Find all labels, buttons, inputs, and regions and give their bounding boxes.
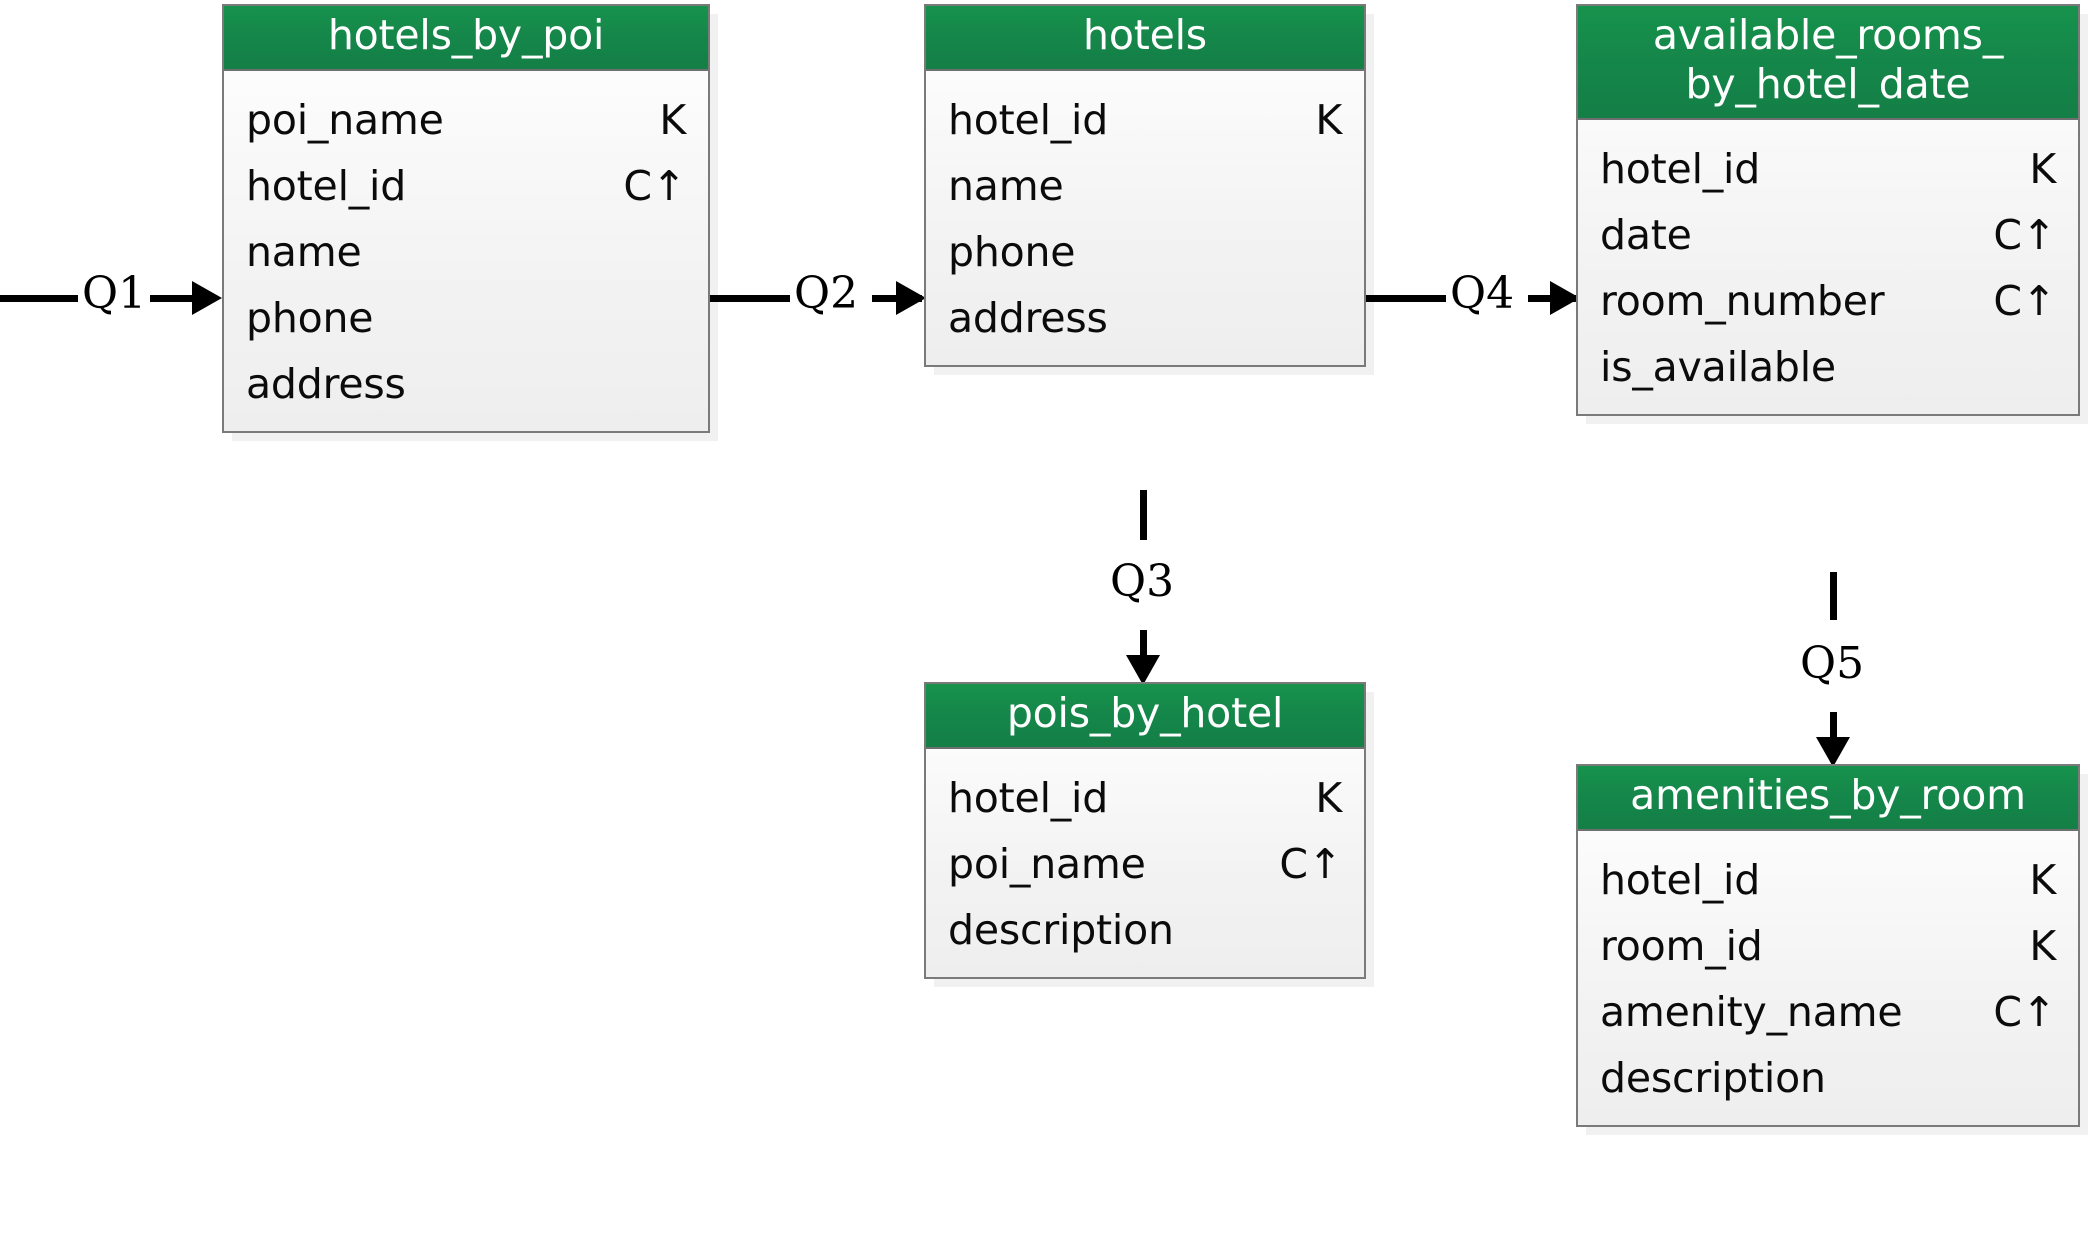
table-hotels-by-poi-fields: poi_name K hotel_id C↑ name phone addres… — [224, 71, 708, 431]
edge-q4-line-left — [1366, 295, 1452, 302]
edge-q5-label: Q5 — [1796, 642, 1869, 686]
field-row: phone — [246, 285, 686, 351]
field-name: address — [246, 360, 406, 408]
table-pois-by-hotel[interactable]: pois_by_hotel hotel_id K poi_name C↑ des… — [924, 682, 1366, 979]
table-available-rooms-by-hotel-date-fields: hotel_id K date C↑ room_number C↑ is_ava… — [1578, 120, 2078, 414]
table-hotels-by-poi[interactable]: hotels_by_poi poi_name K hotel_id C↑ nam… — [222, 4, 710, 433]
table-amenities-by-room-title: amenities_by_room — [1578, 766, 2078, 831]
field-row: description — [948, 897, 1342, 963]
field-name: hotel_id — [1600, 856, 1761, 904]
field-name: phone — [948, 228, 1076, 276]
edge-q5-arrowhead — [1816, 737, 1850, 767]
field-name: name — [948, 162, 1064, 210]
field-row: poi_name C↑ — [948, 831, 1342, 897]
field-name: hotel_id — [948, 96, 1109, 144]
field-key: K — [2029, 922, 2056, 970]
field-name: hotel_id — [1600, 145, 1761, 193]
edge-q2-line-left — [710, 295, 796, 302]
field-key: C↑ — [1993, 211, 2056, 259]
field-row: room_number C↑ — [1600, 268, 2056, 334]
field-name: description — [1600, 1054, 1826, 1102]
field-name: date — [1600, 211, 1692, 259]
field-key: C↑ — [1279, 840, 1342, 888]
field-row: poi_name K — [246, 87, 686, 153]
field-name: poi_name — [246, 96, 444, 144]
field-row: hotel_id K — [948, 765, 1342, 831]
field-name: room_number — [1600, 277, 1885, 325]
field-row: date C↑ — [1600, 202, 2056, 268]
edge-q3-line-top — [1140, 490, 1147, 540]
field-name: amenity_name — [1600, 988, 1903, 1036]
field-key: C↑ — [1993, 988, 2056, 1036]
field-key: K — [2029, 145, 2056, 193]
edge-q5-line-top — [1830, 572, 1837, 620]
field-row: phone — [948, 219, 1342, 285]
field-row: hotel_id K — [1600, 847, 2056, 913]
table-hotels-by-poi-title: hotels_by_poi — [224, 6, 708, 71]
field-key: K — [2029, 856, 2056, 904]
field-row: address — [246, 351, 686, 417]
field-row: hotel_id K — [948, 87, 1342, 153]
table-available-rooms-by-hotel-date[interactable]: available_rooms_ by_hotel_date hotel_id … — [1576, 4, 2080, 416]
field-row: address — [948, 285, 1342, 351]
table-hotels[interactable]: hotels hotel_id K name phone address — [924, 4, 1366, 367]
edge-q2-label: Q2 — [790, 272, 863, 316]
table-pois-by-hotel-title: pois_by_hotel — [926, 684, 1364, 749]
field-key: K — [659, 96, 686, 144]
field-row: room_id K — [1600, 913, 2056, 979]
table-pois-by-hotel-fields: hotel_id K poi_name C↑ description — [926, 749, 1364, 977]
edge-q4-label: Q4 — [1446, 272, 1519, 316]
edge-q1-line-right — [148, 295, 196, 302]
edge-q4-arrowhead — [1550, 281, 1580, 315]
edge-q3-line-bottom — [1140, 630, 1147, 662]
field-row: hotel_id K — [1600, 136, 2056, 202]
field-name: poi_name — [948, 840, 1146, 888]
edge-q2-arrowhead — [896, 281, 926, 315]
field-key: K — [1315, 96, 1342, 144]
field-row: description — [1600, 1045, 2056, 1111]
field-row: name — [246, 219, 686, 285]
field-name: is_available — [1600, 343, 1836, 391]
field-row: hotel_id C↑ — [246, 153, 686, 219]
field-key: C↑ — [623, 162, 686, 210]
table-amenities-by-room[interactable]: amenities_by_room hotel_id K room_id K a… — [1576, 764, 2080, 1127]
edge-q1-label: Q1 — [78, 272, 151, 316]
table-amenities-by-room-fields: hotel_id K room_id K amenity_name C↑ des… — [1578, 831, 2078, 1125]
field-name: name — [246, 228, 362, 276]
field-key: C↑ — [1993, 277, 2056, 325]
field-name: hotel_id — [948, 774, 1109, 822]
field-row: amenity_name C↑ — [1600, 979, 2056, 1045]
field-row: name — [948, 153, 1342, 219]
field-key: K — [1315, 774, 1342, 822]
table-hotels-title: hotels — [926, 6, 1364, 71]
edge-q3-arrowhead — [1126, 655, 1160, 685]
edge-q3-label: Q3 — [1106, 560, 1179, 604]
field-name: phone — [246, 294, 374, 342]
field-name: description — [948, 906, 1174, 954]
field-row: is_available — [1600, 334, 2056, 400]
edge-q5-line-bottom — [1830, 712, 1837, 744]
field-name: room_id — [1600, 922, 1763, 970]
table-hotels-fields: hotel_id K name phone address — [926, 71, 1364, 365]
edge-q1-line-left — [0, 295, 86, 302]
field-name: address — [948, 294, 1108, 342]
table-available-rooms-by-hotel-date-title: available_rooms_ by_hotel_date — [1578, 6, 2078, 120]
edge-q1-arrowhead — [192, 281, 222, 315]
field-name: hotel_id — [246, 162, 407, 210]
